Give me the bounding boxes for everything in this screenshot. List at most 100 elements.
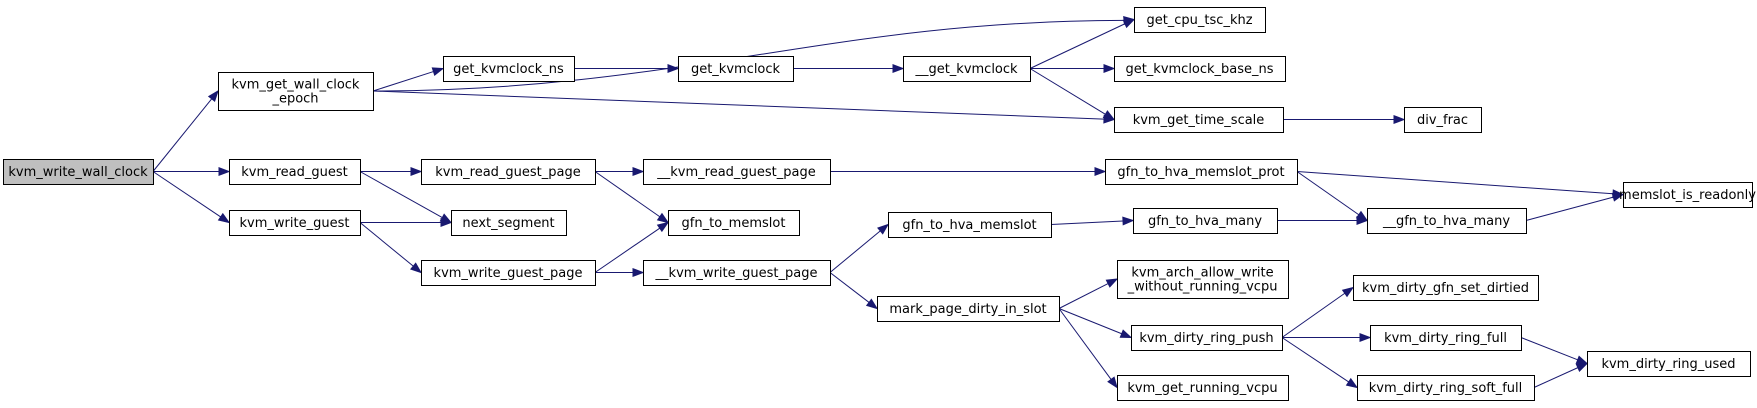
node-label: gfn_to_hva_memslot_prot bbox=[1117, 165, 1284, 180]
edge-gfn-to-hva-memslot-prot-to-gfn-to-hva-many bbox=[1296, 171, 1369, 222]
node-label: __gfn_to_hva_many bbox=[1382, 214, 1510, 229]
node-label: kvm_read_guest bbox=[241, 165, 348, 180]
node-gfn-to-hva-many[interactable]: gfn_to_hva_many bbox=[1133, 208, 1278, 234]
arrowhead bbox=[632, 267, 645, 278]
edge-mark-page-dirty-in-slot-to-kvm-dirty-ring-push bbox=[1058, 308, 1133, 339]
edge-gfn-to-hva-memslot-to-gfn-to-hva-many bbox=[1050, 216, 1135, 226]
node-label: kvm_dirty_gfn_set_dirtied bbox=[1362, 281, 1529, 296]
node-kvm-read-guest[interactable]: kvm_read_guest bbox=[229, 159, 361, 185]
node-kvm-arch-allow-write-without-running-vcpu[interactable]: kvm_arch_allow_write_without_running_vcp… bbox=[1117, 260, 1289, 299]
edge-get-kvmclock-to-kvm-get-time-scale bbox=[1029, 68, 1116, 121]
arrowhead bbox=[1122, 216, 1135, 226]
edge-kvm-dirty-ring-push-to-kvm-dirty-ring-full bbox=[1282, 332, 1372, 343]
node-memslot-is-readonly[interactable]: memslot_is_readonly bbox=[1619, 182, 1756, 208]
node-label: kvm_write_guest bbox=[240, 216, 350, 231]
node-label: __kvm_write_guest_page bbox=[655, 266, 818, 281]
node-get-kvmclock-base-ns[interactable]: get_kvmclock_base_ns bbox=[1114, 56, 1286, 82]
edge-kvm-write-guest-page-to-kvm-write-guest-page bbox=[595, 267, 645, 278]
node-label: __get_kvmclock bbox=[914, 62, 1018, 77]
arrowhead bbox=[410, 166, 423, 177]
arrowhead bbox=[632, 166, 645, 177]
node-kvm-dirty-ring-soft-full[interactable]: kvm_dirty_ring_soft_full bbox=[1357, 375, 1535, 401]
edge-kvm-read-guest-page-to-kvm-read-guest-page bbox=[595, 166, 645, 177]
node-label: mark_page_dirty_in_slot bbox=[889, 302, 1046, 317]
arrowhead bbox=[1345, 377, 1359, 389]
node-gfn-to-hva-memslot-prot[interactable]: gfn_to_hva_memslot_prot bbox=[1105, 159, 1298, 185]
edge-kvm-write-wall-clock-to-kvm-get-wall-clock-epoch bbox=[152, 89, 219, 172]
node-get-kvmclock[interactable]: get_kvmclock bbox=[678, 56, 794, 82]
edge-kvm-write-wall-clock-to-kvm-write-guest bbox=[152, 171, 231, 224]
edge-kvm-dirty-ring-push-to-kvm-dirty-gfn-set-dirtied bbox=[1281, 286, 1355, 338]
node-kvm-dirty-gfn-set-dirtied[interactable]: kvm_dirty_gfn_set_dirtied bbox=[1353, 275, 1539, 301]
node-next-segment[interactable]: next_segment bbox=[451, 210, 567, 236]
node-kvm-get-wall-clock-epoch[interactable]: kvm_get_wall_clock_epoch bbox=[218, 72, 374, 111]
arrowhead bbox=[410, 262, 423, 274]
edge-get-kvmclock-to-get-cpu-tsc-khz bbox=[1029, 18, 1136, 69]
edge-kvm-write-guest-to-next-segment bbox=[360, 217, 453, 228]
arrowhead bbox=[1359, 332, 1372, 343]
edge-kvm-get-wall-clock-epoch-to-kvm-get-time-scale bbox=[372, 90, 1116, 124]
node-label: _without_running_vcpu bbox=[1127, 280, 1278, 295]
arrowhead bbox=[1611, 192, 1625, 202]
arrowhead bbox=[1575, 362, 1589, 372]
node-label: gfn_to_hva_memslot bbox=[902, 218, 1036, 233]
arrowhead bbox=[1341, 286, 1355, 298]
node-mark-page-dirty-in-slot[interactable]: mark_page_dirty_in_slot bbox=[877, 296, 1060, 322]
node-gfn-to-hva-many[interactable]: __gfn_to_hva_many bbox=[1367, 208, 1527, 234]
node-label: kvm_read_guest_page bbox=[435, 165, 581, 180]
node-label: kvm_dirty_ring_soft_full bbox=[1369, 381, 1523, 396]
arrowhead bbox=[1393, 114, 1406, 125]
node-gfn-to-memslot[interactable]: gfn_to_memslot bbox=[668, 210, 800, 236]
node-kvm-get-running-vcpu[interactable]: kvm_get_running_vcpu bbox=[1117, 375, 1289, 401]
arrowhead bbox=[207, 89, 219, 103]
node-kvm-dirty-ring-used[interactable]: kvm_dirty_ring_used bbox=[1587, 351, 1751, 377]
node-kvm-get-time-scale[interactable]: kvm_get_time_scale bbox=[1114, 107, 1284, 133]
node-label: get_kvmclock_base_ns bbox=[1125, 62, 1273, 77]
node-get-kvmclock-ns[interactable]: get_kvmclock_ns bbox=[443, 56, 575, 82]
node-kvm-read-guest-page[interactable]: __kvm_read_guest_page bbox=[643, 159, 831, 185]
arrowhead bbox=[892, 63, 905, 74]
node-label: kvm_get_wall_clock bbox=[232, 78, 360, 93]
node-label: kvm_dirty_ring_push bbox=[1139, 331, 1273, 346]
node-kvm-dirty-ring-push[interactable]: kvm_dirty_ring_push bbox=[1131, 325, 1283, 351]
node-label: kvm_get_running_vcpu bbox=[1127, 381, 1277, 396]
node-label: kvm_write_wall_clock bbox=[8, 165, 148, 180]
arrowhead bbox=[440, 217, 453, 228]
edge-kvm-read-guest-page-to-gfn-to-memslot bbox=[594, 171, 670, 224]
node-label: next_segment bbox=[462, 216, 554, 231]
edge-gfn-to-hva-memslot-prot-to-memslot-is-readonly bbox=[1296, 171, 1625, 199]
arrowhead bbox=[1105, 278, 1119, 288]
arrowhead bbox=[877, 223, 890, 235]
arrowhead bbox=[865, 298, 879, 310]
edge-kvm-dirty-ring-full-to-kvm-dirty-ring-used bbox=[1520, 337, 1589, 365]
edge-kvm-write-guest-to-kvm-write-guest-page bbox=[359, 222, 423, 274]
arrowhead bbox=[656, 212, 670, 224]
edge-kvm-write-wall-clock-to-kvm-read-guest bbox=[153, 166, 231, 177]
node-label: div_frac bbox=[1417, 113, 1468, 128]
arrowhead bbox=[656, 221, 670, 233]
node-kvm-write-wall-clock[interactable]: kvm_write_wall_clock bbox=[3, 159, 154, 185]
arrowhead bbox=[1102, 110, 1116, 121]
edge-get-kvmclock-to-get-kvmclock bbox=[793, 63, 905, 74]
arrowhead bbox=[1356, 215, 1369, 226]
node-get-kvmclock[interactable]: __get_kvmclock bbox=[903, 56, 1031, 82]
node-kvm-dirty-ring-full[interactable]: kvm_dirty_ring_full bbox=[1370, 325, 1522, 351]
arrowhead bbox=[431, 67, 445, 77]
edge-kvm-write-guest-page-to-gfn-to-hva-memslot bbox=[829, 223, 890, 273]
node-label: get_kvmclock_ns bbox=[453, 62, 564, 77]
arrowhead bbox=[1122, 18, 1136, 29]
node-kvm-write-guest-page[interactable]: kvm_write_guest_page bbox=[421, 260, 596, 286]
edge-kvm-read-guest-page-to-gfn-to-hva-memslot-prot bbox=[830, 166, 1107, 177]
node-kvm-write-guest-page[interactable]: __kvm_write_guest_page bbox=[643, 260, 831, 286]
arrowhead bbox=[218, 166, 231, 177]
node-div-frac[interactable]: div_frac bbox=[1404, 107, 1482, 133]
node-kvm-read-guest-page[interactable]: kvm_read_guest_page bbox=[421, 159, 596, 185]
node-kvm-write-guest[interactable]: kvm_write_guest bbox=[229, 210, 361, 236]
node-label: memslot_is_readonly bbox=[1619, 188, 1756, 203]
node-gfn-to-hva-memslot[interactable]: gfn_to_hva_memslot bbox=[888, 212, 1052, 238]
node-label: gfn_to_hva_many bbox=[1148, 214, 1262, 229]
edge-kvm-get-time-scale-to-div-frac bbox=[1283, 114, 1406, 125]
call-edges bbox=[152, 15, 1625, 389]
node-get-cpu-tsc-khz[interactable]: get_cpu_tsc_khz bbox=[1134, 7, 1266, 33]
